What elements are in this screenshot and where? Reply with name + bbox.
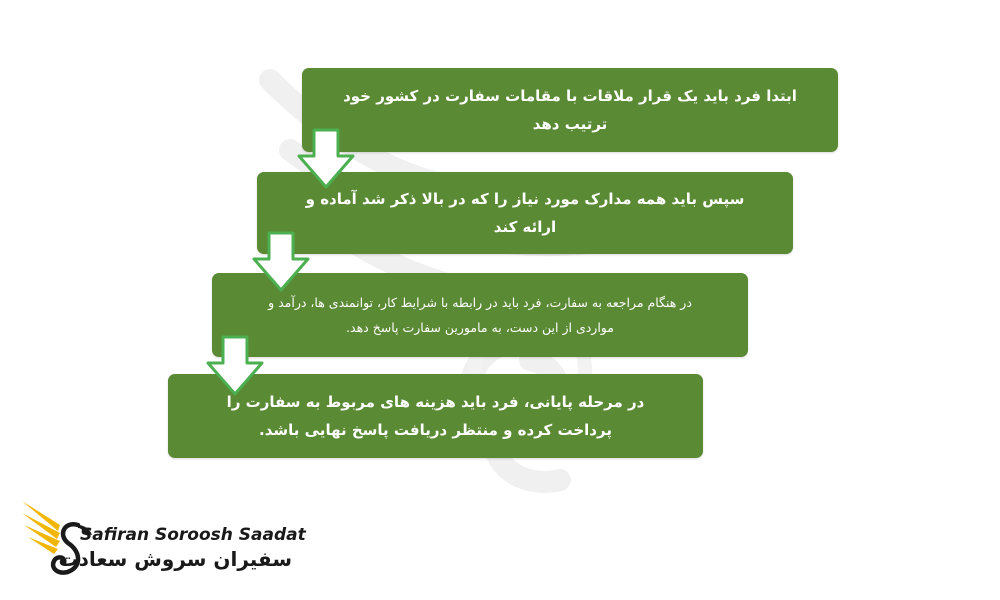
- down-arrow-icon: [297, 128, 355, 189]
- step-text-1: ابتدا فرد باید یک قرار ملاقات با مقامات …: [343, 87, 797, 133]
- step-box-3: در هنگام مراجعه به سفارت، فرد باید در را…: [212, 273, 748, 357]
- step-text-3: در هنگام مراجعه به سفارت، فرد باید در را…: [268, 295, 692, 335]
- logo-name-persian: سفیران سروش سعادت: [58, 547, 293, 571]
- logo-name-english: Safiran Soroosh Saadat: [80, 525, 306, 545]
- step-text-2: سپس باید همه مدارک مورد نیاز را که در با…: [305, 190, 745, 236]
- company-logo: Safiran Soroosh Saadat سفیران سروش سعادت: [20, 495, 306, 585]
- step-box-1: ابتدا فرد باید یک قرار ملاقات با مقامات …: [302, 68, 838, 152]
- step-box-2: سپس باید همه مدارک مورد نیاز را که در با…: [257, 172, 793, 254]
- down-arrow-icon: [206, 335, 264, 396]
- step-text-4: در مرحله پایانی، فرد باید هزینه های مربو…: [226, 393, 645, 439]
- down-arrow-icon: [252, 231, 310, 292]
- step-box-4: در مرحله پایانی، فرد باید هزینه های مربو…: [168, 374, 703, 458]
- bird-wing-logo-icon: [22, 501, 92, 575]
